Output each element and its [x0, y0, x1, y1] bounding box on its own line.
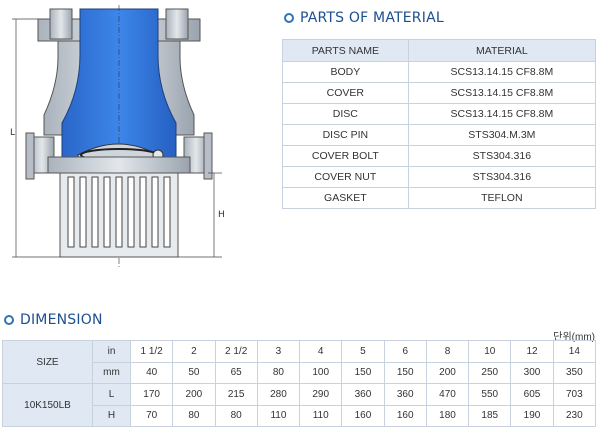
part-material: STS304.M.3M — [407, 124, 597, 146]
dimension-cell: 215 — [214, 383, 258, 406]
dimension-title-text: DIMENSION — [20, 312, 103, 328]
dimension-cell: 80 — [214, 404, 258, 427]
dimension-cell: 200 — [425, 361, 470, 384]
dimension-cell: 190 — [510, 404, 554, 427]
model-label: 10K150LB — [2, 383, 93, 427]
dimension-cell: 350 — [552, 361, 597, 384]
dimension-cell: 300 — [510, 361, 554, 384]
row-label: in — [92, 340, 131, 363]
strainer-slots — [67, 176, 171, 248]
dimension-cell: 5 — [341, 340, 385, 363]
dimension-cell: 12 — [510, 340, 554, 363]
dimension-cell: 185 — [468, 404, 512, 427]
material-header: MATERIAL — [407, 39, 597, 62]
row-label: H — [92, 404, 131, 427]
dimension-cell: 170 — [129, 383, 174, 406]
dimension-cell: 250 — [468, 361, 512, 384]
part-name: DISC — [282, 103, 409, 125]
dimension-cell: 360 — [383, 383, 427, 406]
part-material: STS304.316 — [407, 166, 597, 188]
dimension-cell: 290 — [299, 383, 343, 406]
dimension-cell: 2 — [172, 340, 216, 363]
part-name: COVER — [282, 82, 409, 104]
dimension-cell: 470 — [425, 383, 470, 406]
dimension-cell: 10 — [468, 340, 512, 363]
dimension-label-l: L — [10, 128, 15, 138]
dimension-cell: 14 — [552, 340, 597, 363]
row-label: mm — [92, 361, 131, 384]
dimension-cell: 703 — [552, 383, 597, 406]
dimension-cell: 70 — [129, 404, 174, 427]
dimension-cell: 6 — [383, 340, 427, 363]
dimension-cell: 4 — [299, 340, 343, 363]
dimension-cell: 180 — [425, 404, 470, 427]
part-name: DISC PIN — [282, 124, 409, 146]
dimension-cell: 80 — [172, 404, 216, 427]
dimension-cell: 360 — [341, 383, 385, 406]
dimension-cell: 8 — [425, 340, 470, 363]
dimension-cell: 65 — [214, 361, 258, 384]
valve-cross-section-drawing: L H — [10, 5, 225, 267]
dimension-cell: 80 — [256, 361, 301, 384]
dimension-cell: 150 — [383, 361, 427, 384]
part-name: BODY — [282, 61, 409, 83]
size-label: SIZE — [2, 340, 93, 384]
circle-bullet-icon — [4, 315, 14, 325]
dimension-cell: 160 — [383, 404, 427, 427]
part-material: STS304.316 — [407, 145, 597, 167]
dimension-cell: 160 — [341, 404, 385, 427]
row-label: L — [92, 383, 131, 406]
parts-name-header: PARTS NAME — [282, 39, 409, 62]
dimension-cell: 40 — [129, 361, 174, 384]
dimension-cell: 550 — [468, 383, 512, 406]
material-table-header: PARTS NAME MATERIAL — [282, 39, 597, 62]
dimension-cell: 1 1/2 — [129, 340, 174, 363]
part-material: SCS13.14.15 CF8.8M — [407, 103, 597, 125]
dimension-cell: 230 — [552, 404, 597, 427]
dimension-title: DIMENSION — [4, 312, 103, 328]
dimension-cell: 100 — [299, 361, 343, 384]
circle-bullet-icon — [284, 13, 294, 23]
dimension-cell: 605 — [510, 383, 554, 406]
dimension-cell: 150 — [341, 361, 385, 384]
part-name: COVER NUT — [282, 166, 409, 188]
parts-of-material-title: PARTS OF MATERIAL — [284, 10, 444, 26]
dimension-label-h: H — [218, 210, 225, 220]
part-name: GASKET — [282, 187, 409, 209]
dimension-cell: 280 — [256, 383, 301, 406]
part-material: SCS13.14.15 CF8.8M — [407, 82, 597, 104]
part-material: TEFLON — [407, 187, 597, 209]
dimension-cell: 200 — [172, 383, 216, 406]
part-name: COVER BOLT — [282, 145, 409, 167]
dimension-cell: 110 — [256, 404, 301, 427]
dimension-cell: 50 — [172, 361, 216, 384]
dimension-cell: 3 — [256, 340, 301, 363]
parts-of-material-title-text: PARTS OF MATERIAL — [300, 10, 444, 26]
dimension-cell: 110 — [299, 404, 343, 427]
part-material: SCS13.14.15 CF8.8M — [407, 61, 597, 83]
dimension-cell: 2 1/2 — [214, 340, 258, 363]
unit-label: 단위(mm) — [553, 332, 595, 343]
